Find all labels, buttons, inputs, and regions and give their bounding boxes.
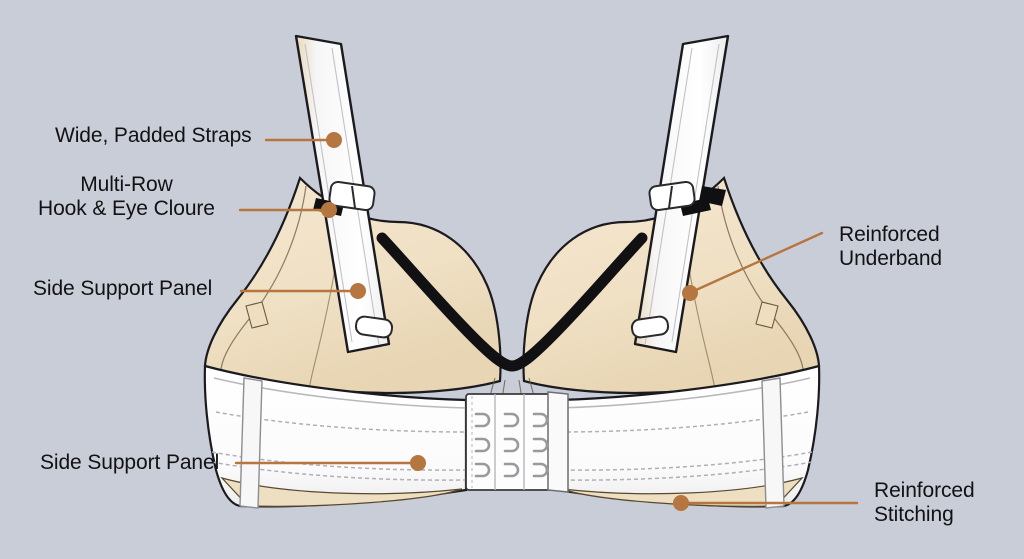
callout-label-wide-padded-straps: Wide, Padded Straps	[55, 124, 252, 147]
leader-line-reinforced-underband	[694, 231, 824, 292]
right-boning-panel	[761, 377, 785, 509]
neckline-trim	[376, 232, 648, 372]
left-band-under-shadow	[220, 476, 463, 507]
right-strap-group	[630, 34, 730, 354]
marker-dot-side-support-panel-upper[interactable]	[350, 283, 366, 299]
callout-label-side-support-panel-lower: Side Support Panel	[40, 451, 220, 474]
callout-label-reinforced-underband: Reinforced Underband	[839, 223, 943, 270]
left-strap-group	[294, 34, 394, 354]
left-boning-panel	[239, 377, 263, 509]
marker-dot-reinforced-underband[interactable]	[682, 285, 698, 301]
left-side-tab	[245, 301, 269, 329]
callout-label-reinforced-stitching: Reinforced Stitching	[874, 479, 975, 526]
callout-label-multi-row-hook-and-eye-closure: Multi-Row Hook & Eye Cloure	[38, 173, 215, 220]
right-side-tab	[755, 301, 779, 329]
callout-leaders	[234, 132, 859, 511]
right-strap-ring	[630, 315, 670, 339]
marker-dot-side-support-panel-lower[interactable]	[410, 455, 426, 471]
marker-dot-multi-row-hook-and-eye-closure[interactable]	[321, 202, 337, 218]
closure-overlap-flap	[547, 391, 569, 493]
left-strap-adjuster	[328, 180, 376, 212]
marker-dot-wide-padded-straps[interactable]	[326, 132, 342, 148]
callout-label-side-support-panel-upper: Side Support Panel	[33, 277, 213, 300]
underband-group	[203, 364, 821, 509]
hook-and-eye-closure	[465, 391, 569, 493]
right-back-elastic-tail	[699, 186, 726, 206]
marker-dot-reinforced-stitching[interactable]	[673, 495, 689, 511]
left-strap-ring	[354, 315, 394, 339]
right-strap-adjuster	[648, 180, 696, 212]
hook-eyes-grid	[474, 412, 549, 478]
